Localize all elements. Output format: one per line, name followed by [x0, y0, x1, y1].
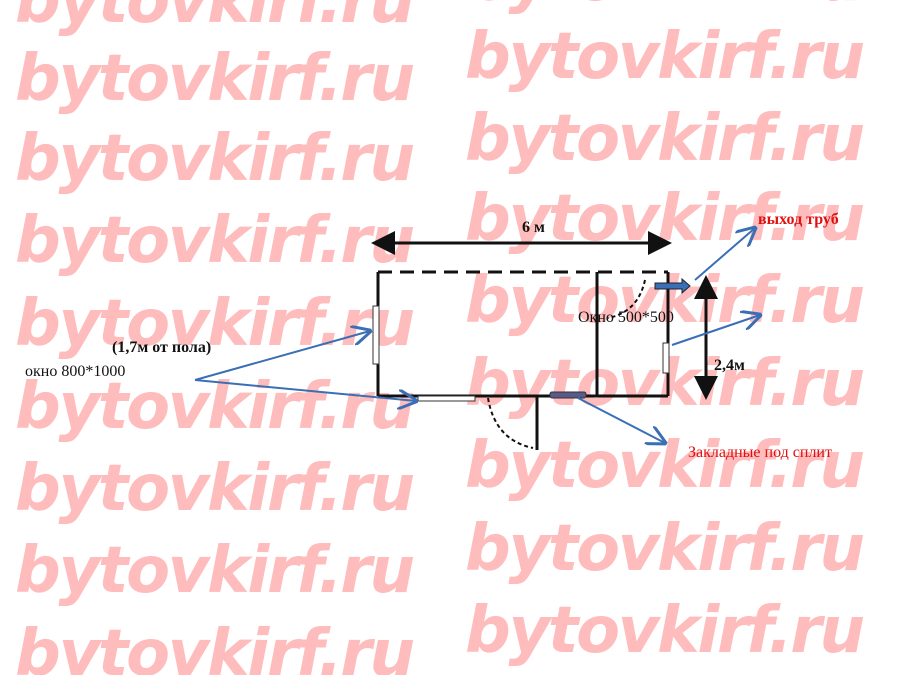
height-label: 2,4м [714, 357, 745, 374]
split-embeds-label: Закладные под сплит [688, 444, 832, 461]
watermark-layer: bytovkirf.rubytovkirf.rubytovkirf.rubyto… [15, 0, 865, 675]
door-swing-arc [487, 397, 534, 449]
watermark-text: bytovkirf.ru [465, 20, 865, 94]
inner-door-swing-arc [607, 279, 646, 319]
pointer-arrow-split [577, 397, 665, 443]
left-window [372, 305, 380, 365]
watermark-text: bytovkirf.ru [15, 452, 415, 526]
pointer-arrow-bottom-window [194, 379, 416, 401]
watermark-text: bytovkirf.ru [15, 42, 415, 116]
watermark-text: bytovkirf.ru [465, 429, 865, 503]
big-window-label: окно 800*1000 [25, 363, 125, 380]
watermark-text: bytovkirf.ru [15, 0, 415, 38]
pointer-arrow-left-window [194, 331, 370, 381]
small-window [662, 342, 670, 374]
split-embed-marker [549, 391, 587, 399]
watermark-text: bytovkirf.ru [15, 204, 415, 278]
window-height-label: (1,7м от пола) [112, 339, 211, 356]
width-label: 6 м [522, 219, 545, 236]
watermark-text: bytovkirf.ru [465, 512, 865, 586]
watermark-text: bytovkirf.ru [15, 534, 415, 608]
watermark-text: bytovkirf.ru [15, 617, 415, 675]
pipe-exit-arrow [654, 277, 691, 295]
pointer-arrow-small-window [671, 315, 760, 346]
watermark-text: bytovkirf.ru [465, 594, 865, 668]
small-window-label: Окно 500*500 [578, 309, 674, 326]
watermark-text: bytovkirf.ru [15, 122, 415, 196]
pointer-arrow-pipe-exit [694, 228, 755, 281]
watermark-text: bytovkirf.ru [465, 264, 865, 338]
watermark-text: bytovkirf.ru [465, 0, 865, 16]
watermark-text: bytovkirf.ru [15, 287, 415, 361]
pipe-exit-label: выход труб [758, 211, 839, 228]
bottom-window [417, 395, 476, 402]
watermark-text: bytovkirf.ru [465, 102, 865, 176]
